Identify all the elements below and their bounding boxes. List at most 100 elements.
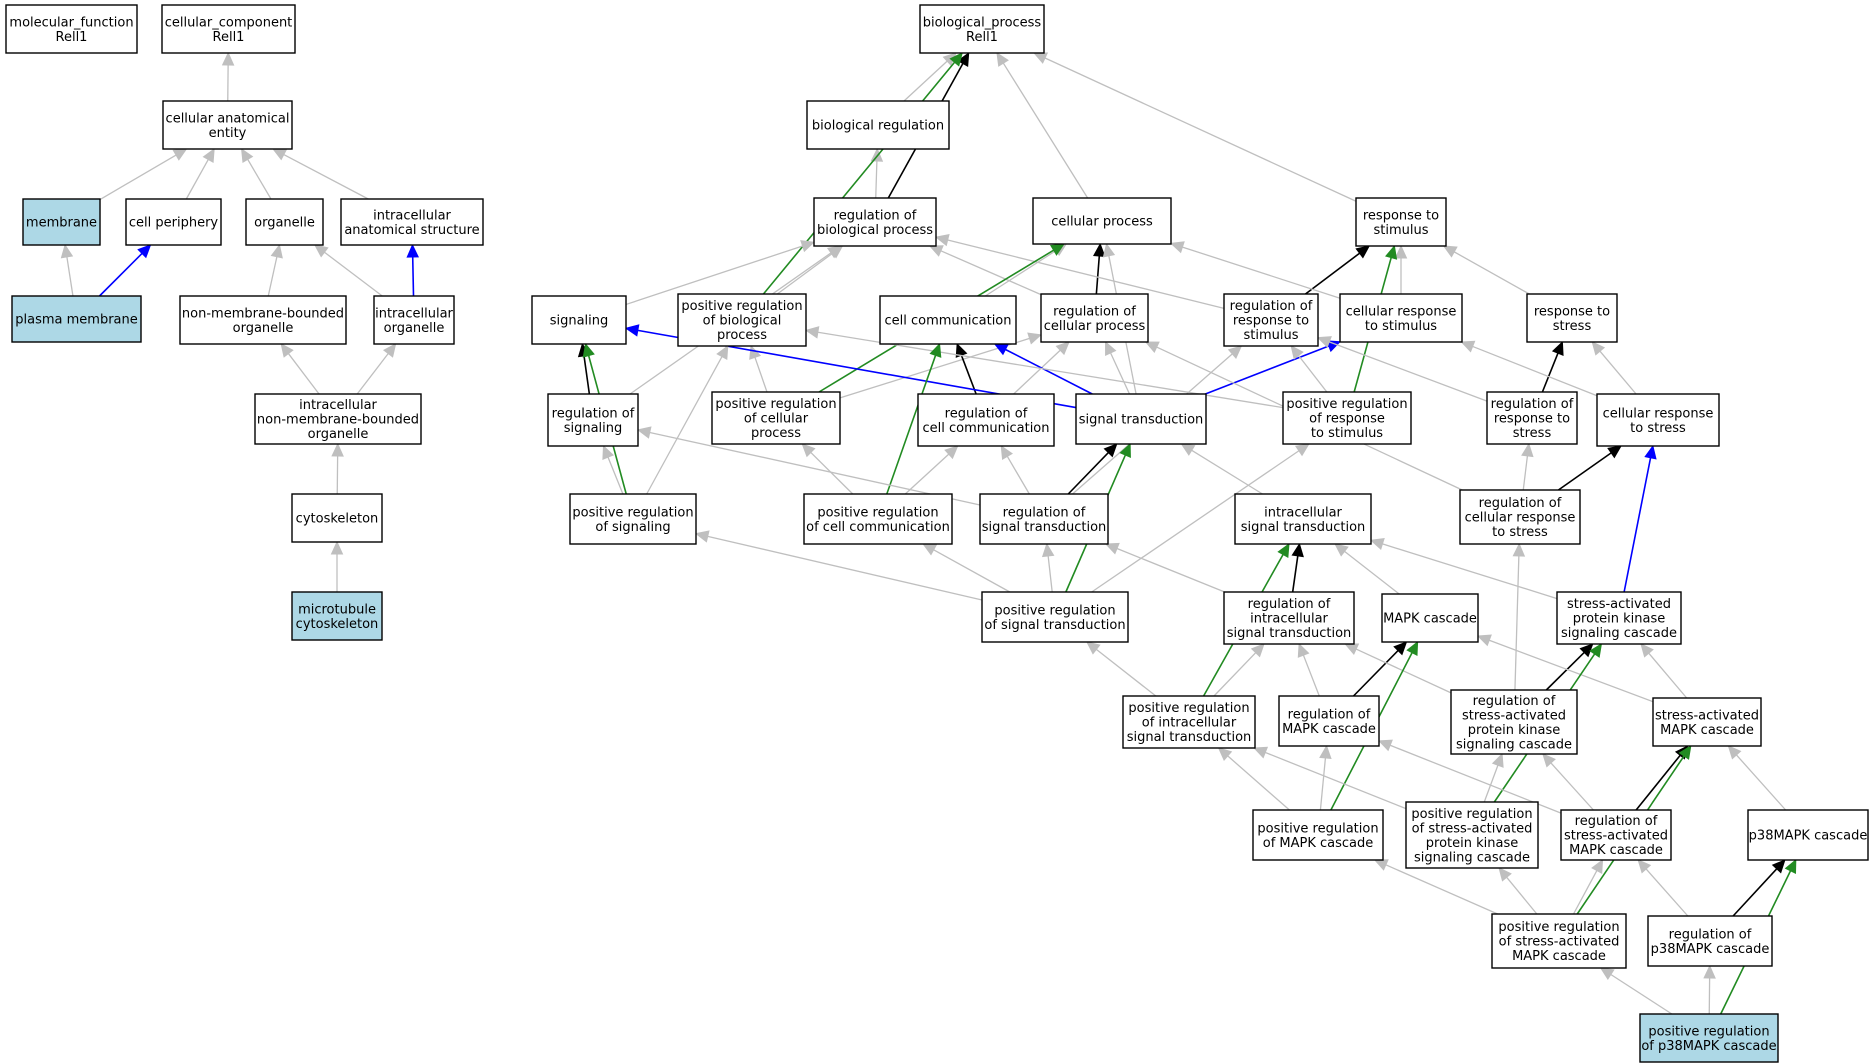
term-label: regulation of [834,208,917,223]
term-label: organelle [254,216,315,231]
edge-line [984,249,1057,297]
edge-is-a [185,147,215,200]
arrowhead-icon [1334,543,1349,557]
term-node-p38[interactable]: p38MAPK cascade [1747,809,1869,861]
term-label: of cellular [744,412,809,427]
term-box [179,295,347,345]
edge-is-a [1591,341,1637,395]
term-label: stress-activated [1655,708,1759,723]
term-box [1486,391,1578,445]
arrowhead-icon [1027,332,1043,345]
term-label: cytoskeleton [296,617,379,632]
arrowhead-icon [60,243,74,259]
edge-line [1116,547,1225,593]
term-label: to stress [1630,421,1686,436]
term-label: regulation of [552,406,635,421]
term-node-cellcomm[interactable]: cell communication [879,295,1017,345]
arrowhead-icon [1784,858,1797,874]
term-box [1040,293,1149,343]
edge-line [1522,455,1529,491]
term-label: molecular_function [9,15,133,30]
term-label: to stress [1492,525,1548,540]
term-box [1234,493,1372,545]
arrowhead-icon [1119,442,1131,458]
term-label: organelle [308,427,369,442]
term-node-membrane[interactable]: membrane [22,198,101,246]
edge-line [1298,355,1328,393]
arrowhead-icon [1250,643,1265,658]
term-label: cellular response [1603,406,1714,421]
term-node-organelle[interactable]: organelle [245,198,324,246]
term-box [547,393,639,447]
edge-regulates [1732,859,1786,917]
term-box [531,295,627,345]
edge-line [1610,973,1673,1015]
term-node-cellper[interactable]: cell periphery [125,198,222,246]
edge-line [646,356,723,495]
edge-part-of [1623,444,1657,593]
term-node-cellproc[interactable]: cellular process [1032,197,1172,245]
edge-part-of [406,243,420,297]
edge-is-a [272,148,369,200]
arrowhead-icon [1217,747,1233,761]
term-node-signaling[interactable]: signaling [531,295,627,345]
edge-is-a [60,243,74,297]
edge-is-a [1297,642,1320,697]
term-node-mapk[interactable]: MAPK cascade [1381,593,1479,643]
arrowhead-icon [1319,744,1332,760]
term-node-bioreg[interactable]: biological regulation [806,100,950,150]
term-label: p38MAPK cascade [1651,942,1770,957]
term-node-sigtrans[interactable]: signal transduction [1075,393,1207,445]
arrowhead-icon [270,243,283,259]
term-node-inmbo[interactable]: intracellularnon-membrane-boundedorganel… [254,393,422,445]
term-node-plasma[interactable]: plasma membrane [11,295,142,343]
term-label: intracellular [299,398,377,413]
term-node-cytosk[interactable]: cytoskeleton [291,493,383,543]
term-label: cellular process [1051,215,1153,230]
edge-is-a [1542,753,1594,811]
arrowhead-icon [1103,443,1118,458]
term-label: signal transduction [1127,730,1252,745]
edge-line [1648,652,1688,699]
term-box [1647,915,1773,967]
